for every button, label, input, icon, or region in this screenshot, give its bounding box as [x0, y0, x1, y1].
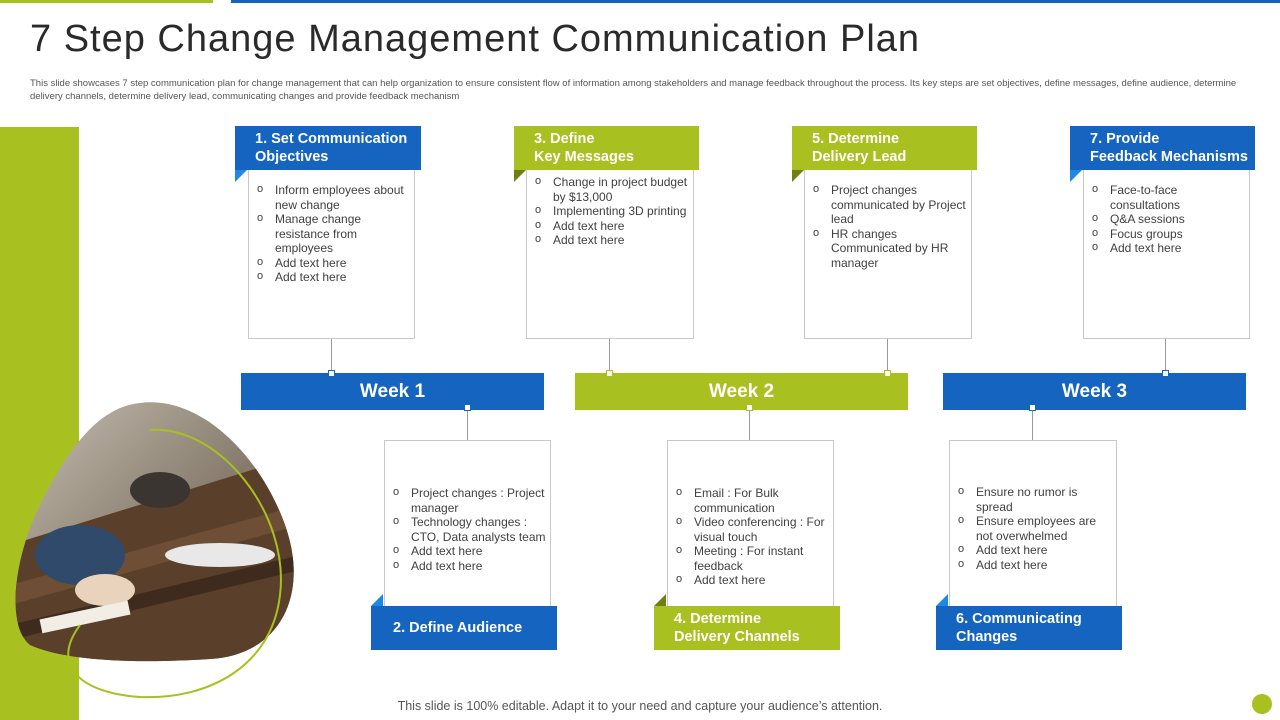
- list-item: Add text here: [1092, 240, 1245, 256]
- label-fold: [235, 170, 247, 182]
- connector-dot: [464, 404, 471, 411]
- label-fold: [514, 170, 526, 182]
- connector-dot: [1029, 404, 1036, 411]
- list-item: Add text here: [257, 255, 408, 271]
- list-item: Technology changes : CTO, Data analysts …: [393, 514, 546, 544]
- connector-dot: [884, 370, 891, 377]
- step-5-label: 5. Determine Delivery Lead: [792, 126, 977, 170]
- list-item: Ensure employees are not overwhelmed: [958, 513, 1112, 543]
- list-item: Add text here: [393, 558, 546, 574]
- list-item: Manage change resistance from employees: [257, 211, 408, 256]
- label-fold: [371, 594, 383, 606]
- label-fold: [792, 170, 804, 182]
- step-6-card: Ensure no rumor is spread Ensure employe…: [949, 440, 1117, 610]
- step-3-label: 3. Define Key Messages: [514, 126, 699, 170]
- step-7-label-line2: Feedback Mechanisms: [1090, 149, 1248, 165]
- list-item: Focus groups: [1092, 226, 1245, 242]
- page-title: 7 Step Change Management Communication P…: [30, 18, 921, 60]
- step-1-label-line1: 1. Set Communication: [255, 131, 408, 147]
- footer-note: This slide is 100% editable. Adapt it to…: [397, 699, 883, 713]
- step-3-card: Change in project budget by $13,000 Impl…: [526, 168, 694, 339]
- label-fold: [936, 594, 948, 606]
- connector-line: [467, 408, 468, 441]
- step-3-label-line2: Key Messages: [534, 149, 634, 165]
- connector-dot: [606, 370, 613, 377]
- step-7-card: Face-to-face consultations Q&A sessions …: [1083, 168, 1250, 339]
- step-4-label: 4. Determine Delivery Channels: [654, 606, 840, 650]
- step-1-card: Inform employees about new change Manage…: [248, 168, 415, 339]
- list-item: Video conferencing : For visual touch: [676, 514, 829, 544]
- step-6-label-line1: 6. Communicating: [956, 611, 1082, 627]
- list-item: Q&A sessions: [1092, 211, 1245, 227]
- step-5-label-line1: 5. Determine: [812, 131, 900, 147]
- list-item: Project changes : Project manager: [393, 485, 546, 515]
- list-item: Change in project budget by $13,000: [535, 174, 689, 204]
- list-item: Add text here: [676, 572, 829, 588]
- connector-line: [609, 338, 610, 374]
- list-item: Meeting : For instant feedback: [676, 543, 829, 573]
- step-7-label: 7. Provide Feedback Mechanisms: [1070, 126, 1255, 170]
- list-item: Implementing 3D printing: [535, 203, 689, 219]
- connector-line: [331, 338, 332, 374]
- connector-line: [1165, 338, 1166, 374]
- list-item: HR changes Communicated by HR manager: [813, 226, 967, 271]
- step-3-label-line1: 3. Define: [534, 131, 595, 147]
- list-item: Inform employees about new change: [257, 182, 408, 212]
- connector-line: [887, 338, 888, 374]
- list-item: Add text here: [958, 542, 1112, 558]
- step-1-label: 1. Set Communication Objectives: [235, 126, 421, 170]
- connector-line: [1032, 408, 1033, 441]
- list-item: Ensure no rumor is spread: [958, 484, 1112, 514]
- connector-dot: [328, 370, 335, 377]
- page-description: This slide showcases 7 step communicatio…: [30, 78, 1237, 102]
- list-item: Project changes communicated by Project …: [813, 182, 967, 227]
- step-4-card: Email : For Bulk communication Video con…: [667, 440, 834, 610]
- label-fold: [1070, 170, 1082, 182]
- step-2-label: 2. Define Audience: [371, 606, 557, 650]
- list-item: Face-to-face consultations: [1092, 182, 1245, 212]
- step-1-label-line2: Objectives: [255, 149, 329, 165]
- step-7-label-line1: 7. Provide: [1090, 131, 1160, 147]
- list-item: Email : For Bulk communication: [676, 485, 829, 515]
- step-4-label-line2: Delivery Channels: [674, 629, 800, 645]
- week-3-bar: Week 3: [943, 373, 1246, 410]
- connector-dot: [1162, 370, 1169, 377]
- list-item: Add text here: [535, 232, 689, 248]
- meeting-photo-image: [15, 402, 294, 699]
- connector-dot: [746, 404, 753, 411]
- top-accent-green: [0, 0, 213, 3]
- step-5-label-line2: Delivery Lead: [812, 149, 907, 165]
- label-fold: [654, 594, 666, 606]
- list-item: Add text here: [958, 557, 1112, 573]
- step-6-label-line2: Changes: [956, 629, 1018, 645]
- list-item: Add text here: [393, 543, 546, 559]
- step-6-label: 6. Communicating Changes: [936, 606, 1122, 650]
- step-2-card: Project changes : Project manager Techno…: [384, 440, 551, 610]
- week-2-bar: Week 2: [575, 373, 908, 410]
- list-item: Add text here: [535, 218, 689, 234]
- top-accent-blue: [231, 0, 1280, 3]
- connector-line: [749, 408, 750, 441]
- step-4-label-line1: 4. Determine: [674, 611, 762, 627]
- step-5-card: Project changes communicated by Project …: [804, 168, 972, 339]
- week-1-bar: Week 1: [241, 373, 544, 410]
- list-item: Add text here: [257, 269, 408, 285]
- corner-dot-decoration: [1252, 694, 1272, 714]
